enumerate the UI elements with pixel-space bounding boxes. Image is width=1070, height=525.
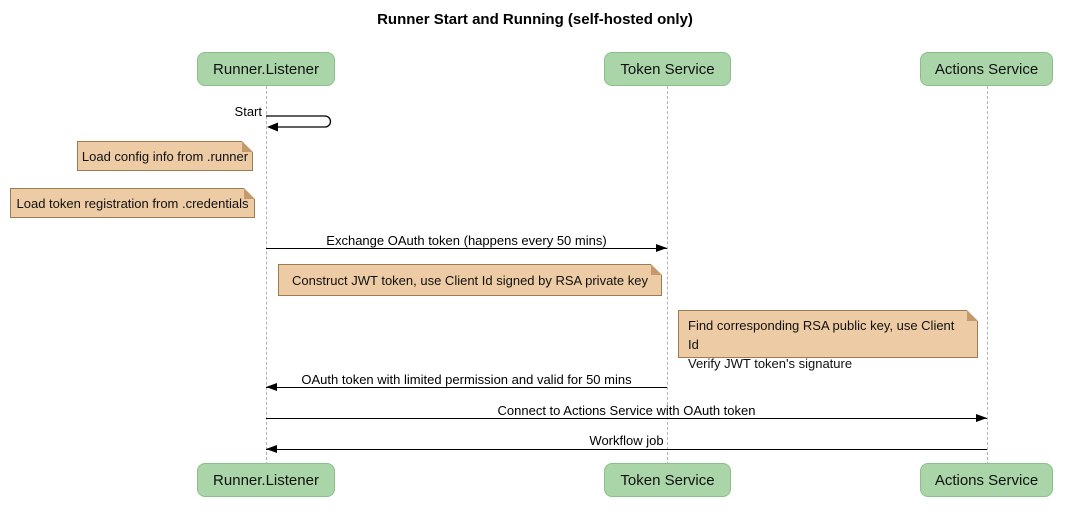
message-exchange-line — [266, 248, 667, 249]
note-text-line: Verify JWT token's signature — [688, 356, 853, 371]
actor-bottom-token-service: Token Service — [604, 463, 731, 497]
arrow-head — [266, 445, 277, 453]
actor-label: Runner.Listener — [213, 60, 319, 78]
actor-label: Actions Service — [934, 471, 1039, 489]
message-oauth-return-line — [266, 387, 667, 388]
arrow-head — [656, 244, 667, 252]
arrow-head — [267, 122, 278, 132]
note-text-line: Find corresponding RSA public key, use C… — [688, 318, 955, 352]
message-exchange-label: Exchange OAuth token (happens every 50 m… — [326, 233, 607, 248]
note-text: Load config info from .runner — [81, 148, 249, 164]
arrow-head — [976, 414, 987, 422]
note-verify-jwt: Find corresponding RSA public key, use C… — [678, 310, 978, 371]
note-construct-jwt: Construct JWT token, use Client Id signe… — [278, 264, 662, 296]
actor-bottom-runner-listener: Runner.Listener — [197, 463, 335, 497]
actor-top-token-service: Token Service — [604, 52, 731, 86]
actor-bottom-actions-service: Actions Service — [920, 463, 1053, 497]
actor-top-actions-service: Actions Service — [920, 52, 1053, 86]
arrow-head — [266, 383, 277, 391]
note-text: Construct JWT token, use Client Id signe… — [292, 272, 648, 288]
note-load-config: Load config info from .runner — [77, 141, 253, 171]
actor-label: Token Service — [620, 60, 715, 78]
self-message-arrow — [266, 115, 332, 132]
lifeline-actions-service — [987, 86, 988, 465]
actor-label: Runner.Listener — [213, 471, 319, 489]
note-text: Load token registration from .credential… — [16, 195, 249, 211]
diagram-title: Runner Start and Running (self-hosted on… — [377, 11, 693, 28]
message-start-label: Start — [234, 104, 262, 119]
actor-label: Actions Service — [934, 60, 1039, 78]
lifeline-runner-listener — [266, 86, 267, 465]
message-connect-label: Connect to Actions Service with OAuth to… — [497, 403, 756, 418]
message-workflow-line — [266, 449, 987, 450]
lifeline-token-service — [667, 86, 668, 465]
actor-label: Token Service — [620, 471, 715, 489]
message-workflow-label: Workflow job — [589, 433, 664, 448]
note-load-credentials: Load token registration from .credential… — [10, 188, 255, 218]
actor-top-runner-listener: Runner.Listener — [197, 52, 335, 86]
message-oauth-return-label: OAuth token with limited permission and … — [301, 372, 632, 387]
message-connect-line — [266, 418, 987, 419]
